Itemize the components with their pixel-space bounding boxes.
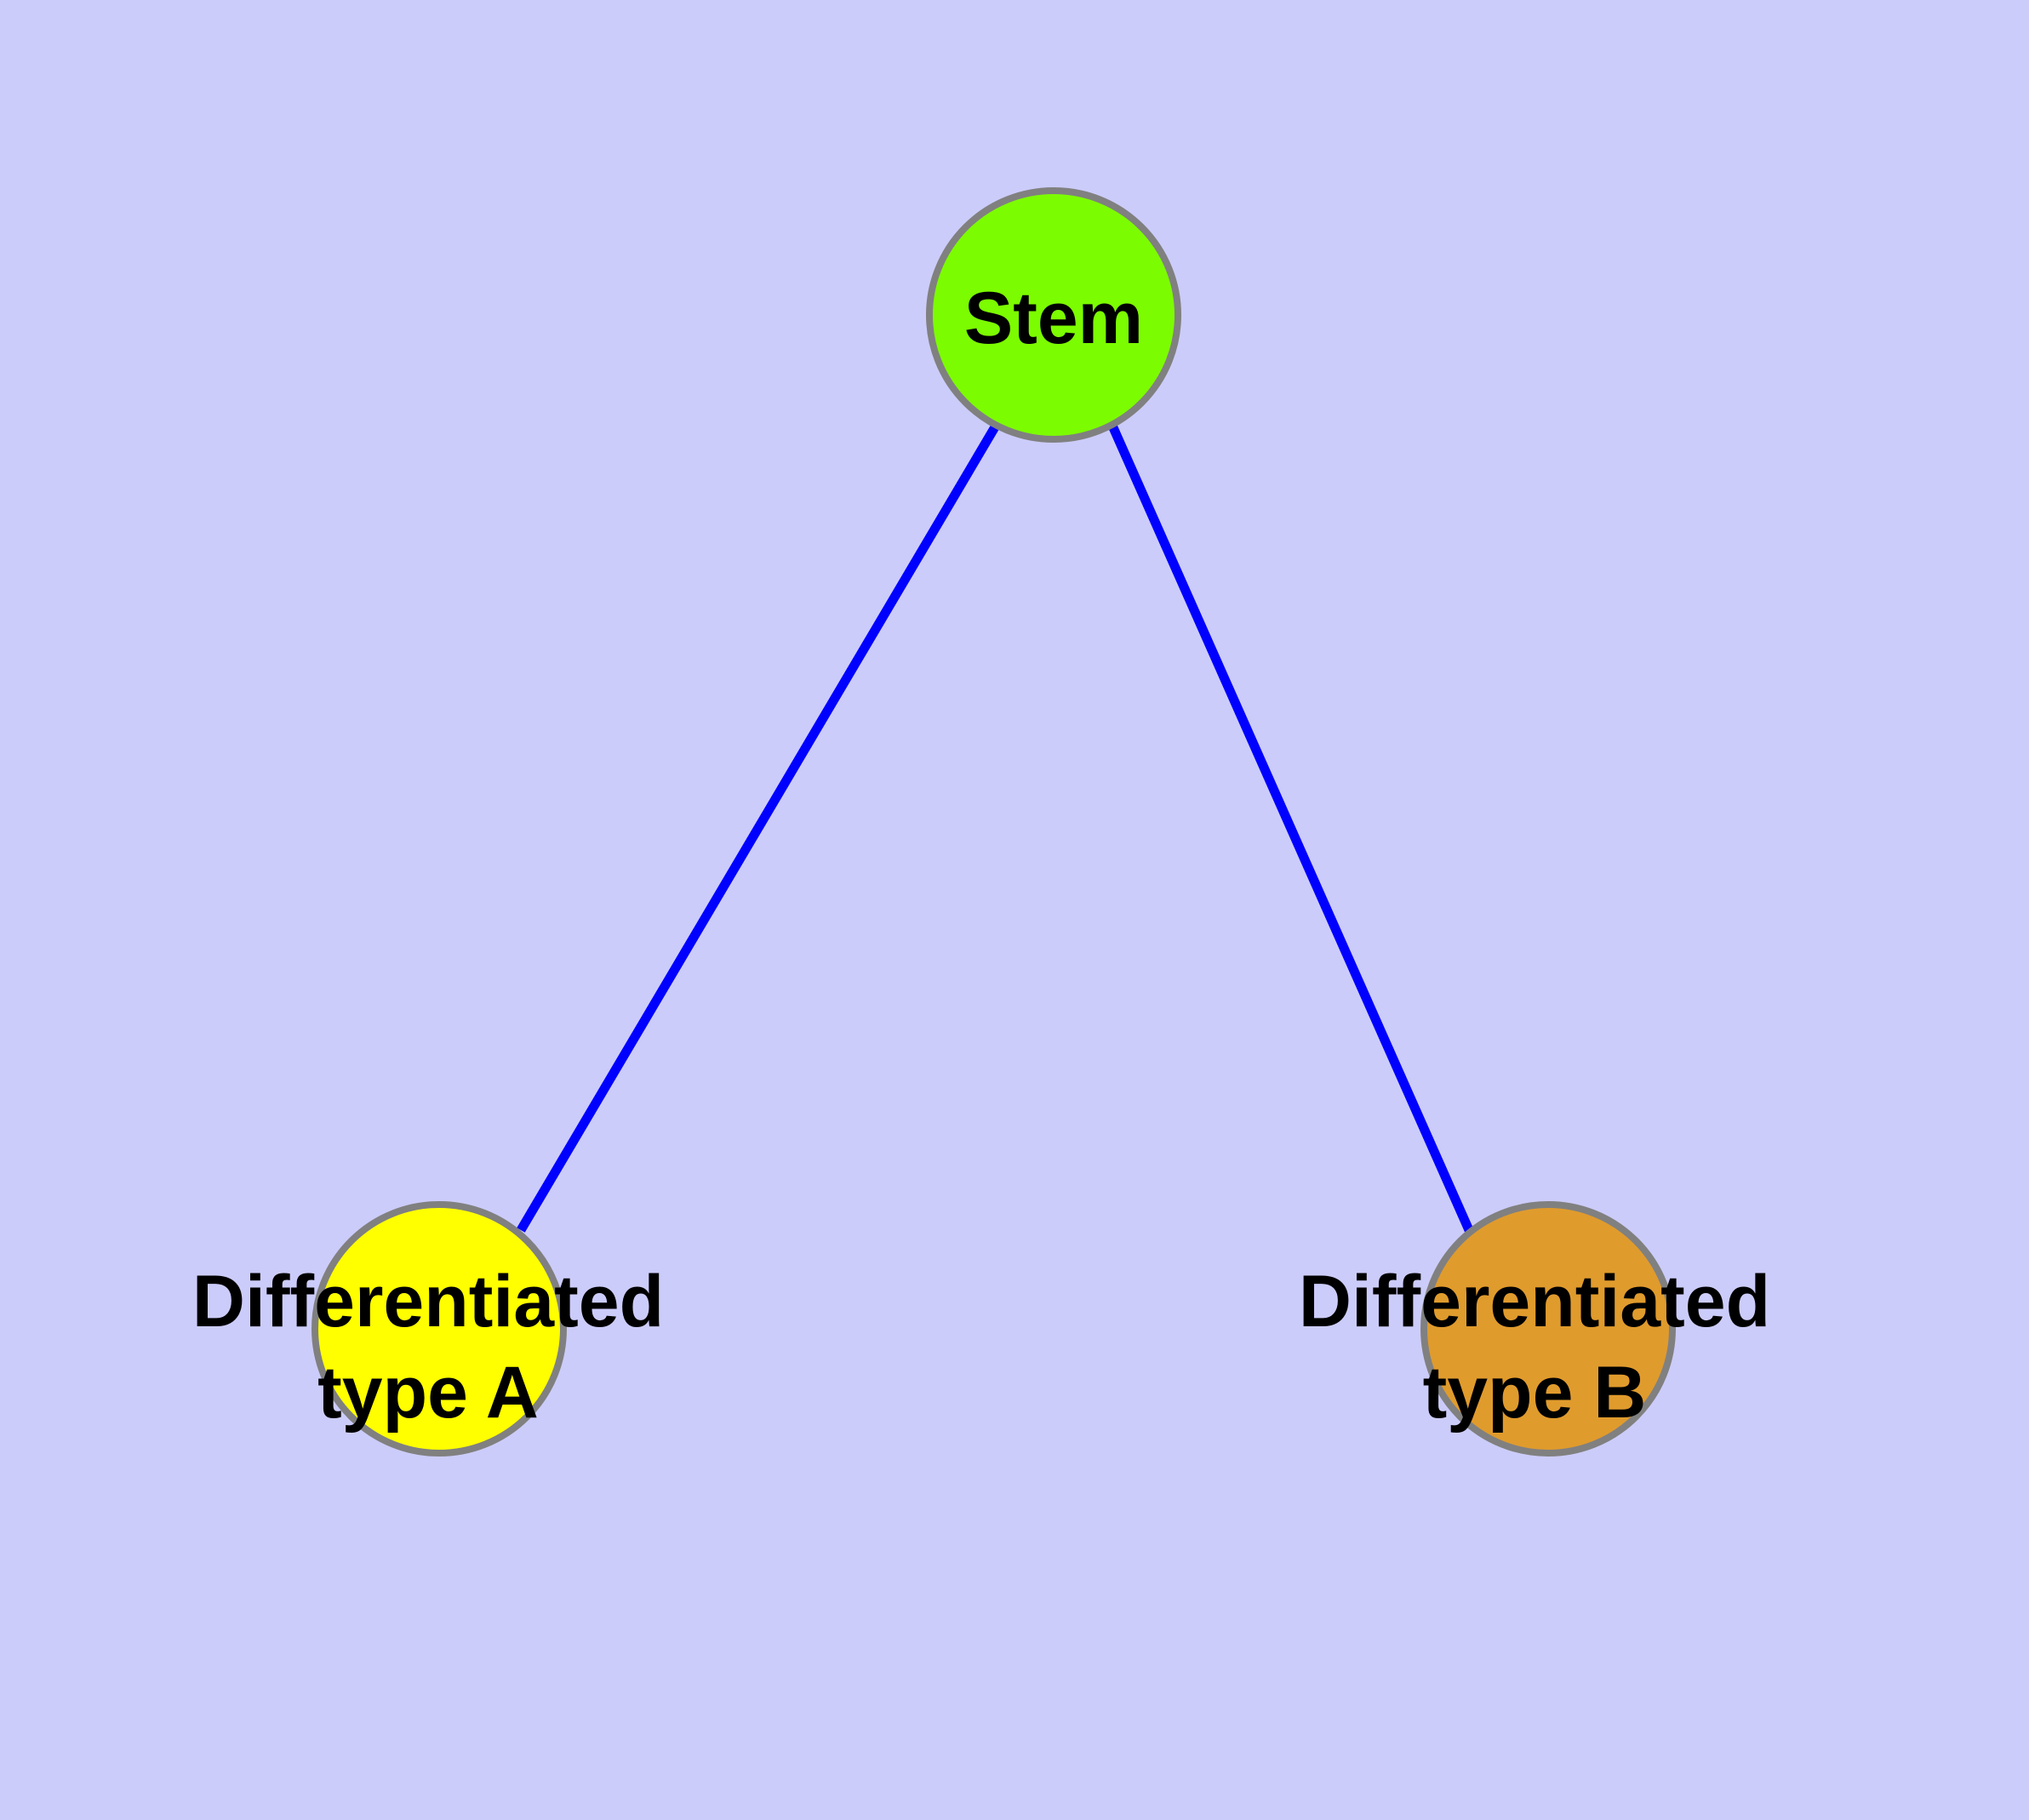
- node-label-stem: Stem: [964, 278, 1143, 359]
- node-label-line: type B: [1423, 1352, 1647, 1434]
- node-label-diff_a: Differentiated type A: [192, 1261, 664, 1434]
- node-diff_a[interactable]: [311, 1201, 567, 1457]
- nodes-layer: [311, 187, 1676, 1457]
- node-stem[interactable]: [926, 187, 1181, 443]
- node-label-line: Differentiated: [1299, 1261, 1770, 1342]
- node-label-line: Differentiated: [192, 1261, 664, 1342]
- node-label-diff_b: Differentiated type B: [1299, 1261, 1770, 1434]
- edge-stem-to-diff-a: [517, 423, 1000, 1233]
- edges-layer: [517, 423, 1474, 1233]
- node-label-line: type A: [317, 1352, 539, 1434]
- node-label-line: Stem: [964, 278, 1143, 359]
- edge-stem-to-diff-b: [1107, 423, 1474, 1233]
- node-diff_b[interactable]: [1420, 1201, 1676, 1457]
